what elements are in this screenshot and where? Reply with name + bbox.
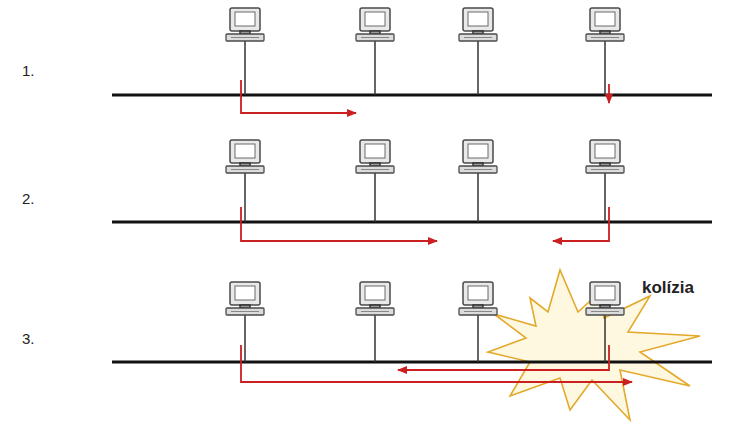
bus-lines — [112, 95, 712, 362]
computers-row-1 — [226, 8, 624, 95]
computers-row-2 — [226, 140, 624, 222]
step-number: 2. — [22, 190, 35, 207]
collision-burst — [488, 270, 700, 420]
step-number: 3. — [22, 330, 35, 347]
step-number: 1. — [22, 62, 35, 79]
signal-arrows — [241, 80, 632, 382]
computers-row-3 — [226, 282, 624, 362]
collision-label: kolízia — [642, 278, 694, 298]
